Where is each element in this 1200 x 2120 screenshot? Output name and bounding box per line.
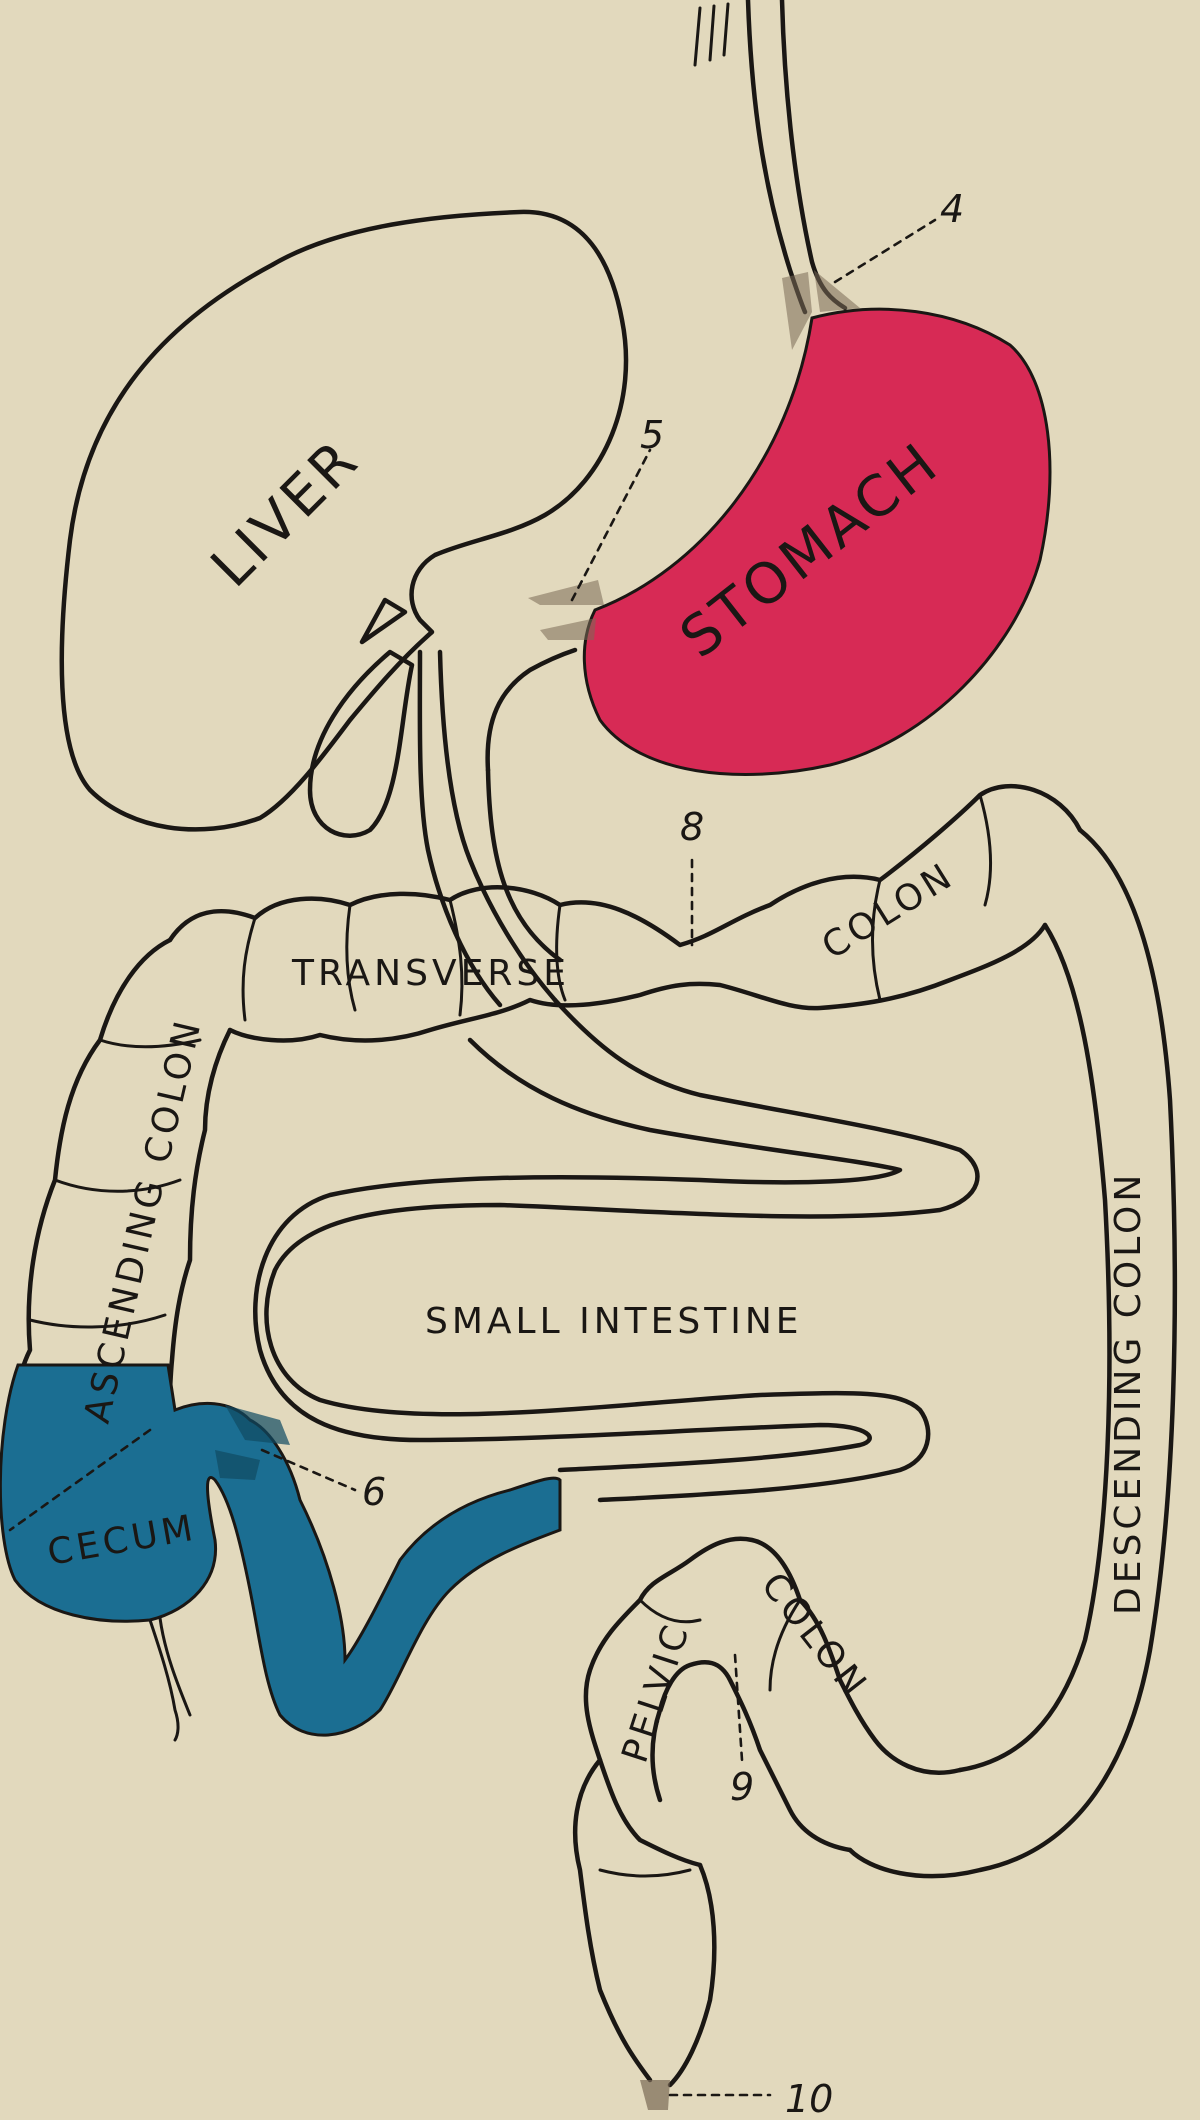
label-descending-colon: DESCENDING COLON	[1108, 1171, 1149, 1615]
marker-9: 9	[730, 1765, 754, 1809]
liver	[59, 209, 629, 838]
transverse-colon	[167, 784, 1083, 1043]
pelvic-colon	[573, 1536, 963, 2088]
label-transverse: TRANSVERSE	[291, 953, 570, 994]
duodenum	[485, 647, 578, 773]
cecum-region	[0, 1363, 562, 1742]
esophagus	[693, 0, 848, 315]
marker-4: 4	[940, 187, 964, 231]
marker-10: 10	[785, 2077, 833, 2120]
pyloric-sphincter	[528, 580, 604, 640]
stomach	[582, 307, 1052, 776]
bile-duct	[417, 649, 558, 1008]
label-pelvic: PELVIC	[615, 1617, 699, 1768]
cardiac-sphincter	[782, 270, 860, 350]
marker-8: 8	[680, 805, 704, 849]
label-liver: LIVER	[199, 426, 372, 599]
leader-lines	[8, 218, 937, 2097]
small-intestine	[253, 767, 980, 1503]
marker-6: 6	[362, 1470, 386, 1514]
descending-colon	[847, 827, 1178, 1879]
label-small-intestine: SMALL INTESTINE	[425, 1301, 803, 1342]
anal-sphincter	[640, 2080, 670, 2110]
marker-5: 5	[640, 413, 664, 457]
